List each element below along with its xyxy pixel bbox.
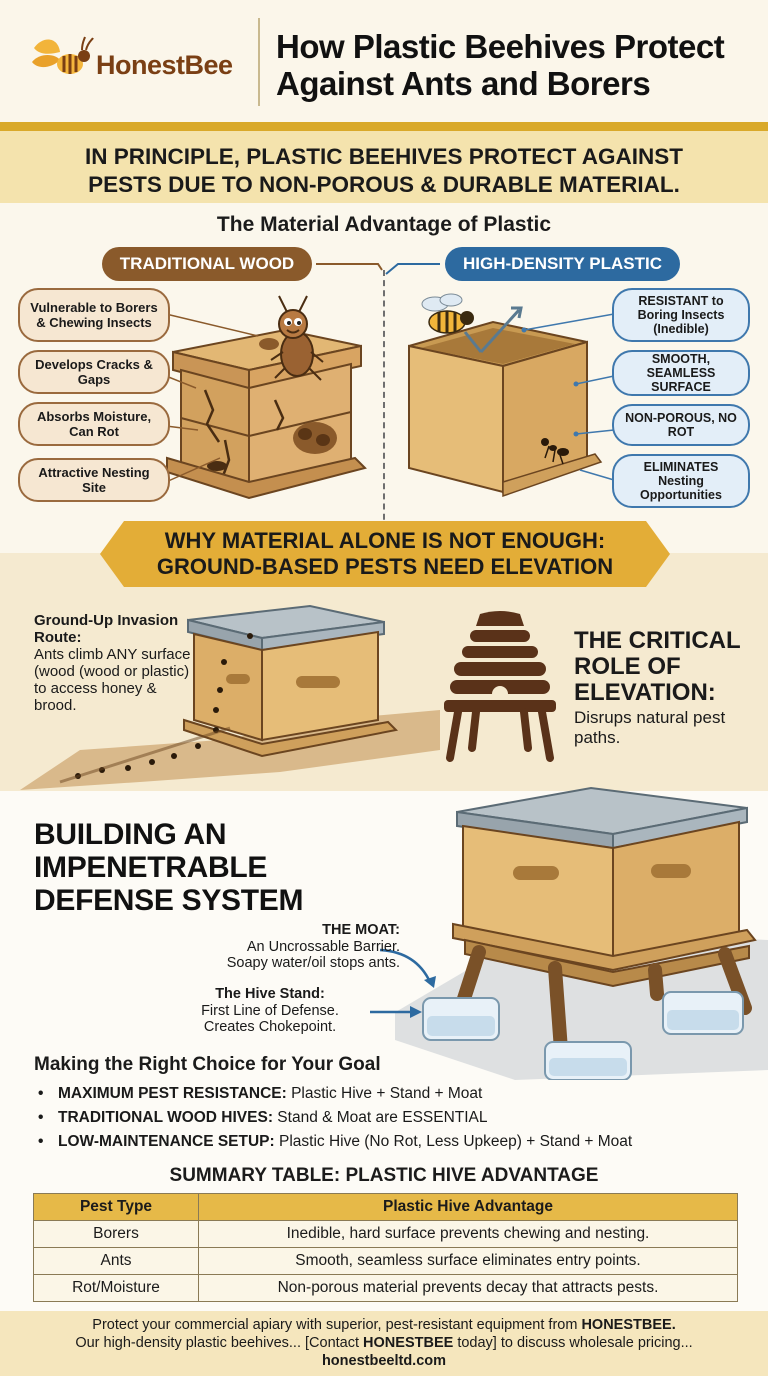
choice-bold: TRADITIONAL WOOD HIVES: bbox=[58, 1109, 273, 1126]
header bbox=[0, 0, 768, 122]
moat-title: THE MOAT: bbox=[322, 922, 400, 938]
footer bbox=[0, 1311, 768, 1376]
table-row: Ants Smooth, seamless surface eliminates… bbox=[33, 1247, 738, 1275]
page-title: How Plastic Beehives Protect Against Ant… bbox=[276, 28, 756, 102]
heading-connectors bbox=[316, 263, 440, 275]
table-cell: Non-porous material prevents decay that … bbox=[198, 1274, 738, 1302]
wood-label-moisture: Absorbs Moisture, Can Rot bbox=[18, 402, 170, 446]
material-title: The Material Advantage of Plastic bbox=[216, 213, 552, 236]
comparison-divider bbox=[383, 270, 385, 540]
principle-band bbox=[0, 131, 768, 203]
table-row: Rot/Moisture Non-porous material prevent… bbox=[33, 1274, 738, 1302]
table-cell: Smooth, seamless surface eliminates entr… bbox=[198, 1247, 738, 1275]
why-line-1: WHY MATERIAL ALONE IS NOT ENOUGH: bbox=[164, 528, 606, 553]
footer-line-1: Protect your commercial apiary with supe… bbox=[92, 1317, 582, 1333]
table-cell: Ants bbox=[33, 1247, 199, 1275]
why-banner bbox=[100, 521, 670, 587]
bee-logo-icon bbox=[32, 36, 94, 74]
table-cell: Rot/Moisture bbox=[33, 1274, 199, 1302]
critical-elevation-title: THE CRITICAL ROLE OF ELEVATION: bbox=[574, 627, 741, 706]
wood-hive-illustration bbox=[166, 295, 367, 500]
wood-label-connectors bbox=[165, 313, 259, 483]
critical-elevation-desc: Disrups natural pest paths. bbox=[574, 708, 726, 747]
header-divider bbox=[258, 18, 260, 106]
stand-title: The Hive Stand: bbox=[215, 986, 325, 1002]
choice-list: •MAXIMUM PEST RESISTANCE: Plastic Hive +… bbox=[38, 1082, 758, 1154]
list-item: •TRADITIONAL WOOD HIVES: Stand & Moat ar… bbox=[38, 1109, 488, 1126]
brand-name: HonestBee bbox=[96, 50, 233, 80]
elevated-hive-icon bbox=[444, 611, 556, 762]
principle-line-2: PESTS DUE TO NON-POROUS & DURABLE MATERI… bbox=[88, 172, 680, 197]
moat-desc-2: Soapy water/oil stops ants. bbox=[226, 955, 400, 971]
choice-text: Plastic Hive (No Rot, Less Upkeep) + Sta… bbox=[274, 1133, 633, 1150]
footer-brand: HONESTBEE bbox=[363, 1335, 454, 1351]
stand-callout: The Hive Stand: First Line of Defense. C… bbox=[180, 986, 360, 1036]
plastic-hive-illustration bbox=[408, 293, 603, 498]
why-heading: WHY MATERIAL ALONE IS NOT ENOUGH: GROUND… bbox=[120, 528, 650, 580]
table-header-cell: Pest Type bbox=[33, 1193, 199, 1221]
plastic-label-connectors bbox=[521, 313, 615, 481]
brand-logo[interactable]: HonestBee bbox=[30, 32, 260, 92]
defense-hive-illustration bbox=[395, 786, 768, 1080]
website-link[interactable]: honestbeeltd.com bbox=[321, 1353, 447, 1369]
why-line-2: GROUND-BASED PESTS NEED ELEVATION bbox=[156, 554, 614, 579]
plastic-label-resistant: RESISTANT to Boring Insects (Inedible) bbox=[612, 288, 750, 342]
table-header-row: Pest Type Plastic Hive Advantage bbox=[33, 1193, 738, 1221]
table-cell: Inedible, hard surface prevents chewing … bbox=[198, 1220, 738, 1248]
callout-arrows bbox=[370, 948, 436, 1018]
table-row: Borers Inedible, hard surface prevents c… bbox=[33, 1220, 738, 1248]
choice-text: Plastic Hive + Stand + Moat bbox=[286, 1085, 483, 1102]
footer-line-2a: Our high-density plastic beehives... [Co… bbox=[75, 1335, 364, 1351]
choice-bold: MAXIMUM PEST RESISTANCE: bbox=[58, 1085, 287, 1102]
wood-label-borers: Vulnerable to Borers & Chewing Insects bbox=[18, 288, 170, 342]
principle-line-1: IN PRINCIPLE, PLASTIC BEEHIVES PROTECT A… bbox=[85, 144, 683, 169]
footer-text: Protect your commercial apiary with supe… bbox=[10, 1316, 758, 1370]
ground-invasion-desc: Ants climb ANY surface (wood (wood or pl… bbox=[34, 646, 191, 714]
plastic-label-nonporous: NON-POROUS, NO ROT bbox=[612, 404, 750, 446]
footer-brand: HONESTBEE. bbox=[581, 1317, 676, 1333]
wood-heading: TRADITIONAL WOOD bbox=[102, 247, 312, 281]
list-item: •LOW-MAINTENANCE SETUP: Plastic Hive (No… bbox=[38, 1133, 633, 1150]
choice-text: Stand & Moat are ESSENTIAL bbox=[273, 1109, 488, 1126]
choice-title: Making the Right Choice for Your Goal bbox=[34, 1054, 381, 1075]
moat-callout: THE MOAT: An Uncrossable Barrier. Soapy … bbox=[180, 922, 400, 972]
choice-bold: LOW-MAINTENANCE SETUP: bbox=[58, 1133, 275, 1150]
summary-table: Pest Type Plastic Hive Advantage Borers … bbox=[33, 1193, 738, 1302]
table-header-cell: Plastic Hive Advantage bbox=[198, 1193, 738, 1221]
moat-desc-1: An Uncrossable Barrier. bbox=[246, 938, 400, 955]
stand-desc-2: Creates Chokepoint. bbox=[203, 1019, 337, 1035]
ground-invasion-text: Ground-Up Invasion Route: Ants climb ANY… bbox=[34, 612, 194, 714]
plastic-label-smooth: SMOOTH, SEAMLESS SURFACE bbox=[612, 350, 750, 396]
plastic-label-nesting: ELIMINATES Nesting Opportunities bbox=[612, 454, 750, 508]
plastic-heading: HIGH-DENSITY PLASTIC bbox=[445, 247, 680, 281]
defense-title: BUILDING AN IMPENETRABLE DEFENSE SYSTEM bbox=[34, 818, 304, 917]
gold-divider bbox=[0, 122, 768, 131]
stand-desc-1: First Line of Defense. bbox=[201, 1002, 339, 1019]
wood-label-cracks: Develops Cracks & Gaps bbox=[18, 350, 170, 394]
ground-invasion-title: Ground-Up Invasion Route: bbox=[34, 612, 179, 646]
list-item: •MAXIMUM PEST RESISTANCE: Plastic Hive +… bbox=[38, 1085, 483, 1102]
footer-line-2b: today] to discuss wholesale pricing... bbox=[453, 1335, 693, 1351]
table-cell: Borers bbox=[33, 1220, 199, 1248]
principle-statement: IN PRINCIPLE, PLASTIC BEEHIVES PROTECT A… bbox=[20, 143, 748, 199]
title-line-2: Against Ants and Borers bbox=[276, 65, 651, 102]
title-line-1: How Plastic Beehives Protect bbox=[276, 28, 725, 65]
summary-title: SUMMARY TABLE: PLASTIC HIVE ADVANTAGE bbox=[169, 1165, 599, 1186]
wood-label-nesting: Attractive Nesting Site bbox=[18, 458, 170, 502]
ground-hive-illustration bbox=[20, 604, 440, 790]
